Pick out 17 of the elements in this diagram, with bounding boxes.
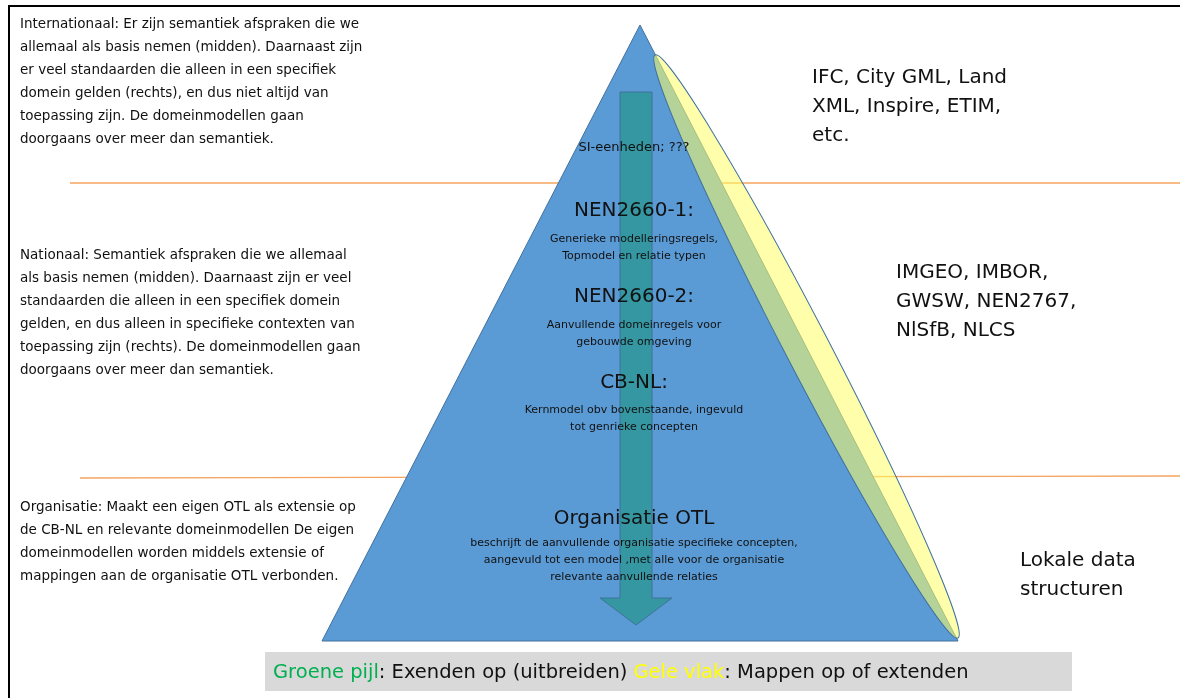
- legend-text: Gele vlak: Mappen op of extenden: [633, 660, 969, 683]
- description-text: Internationaal: Er zijn semantiek afspraken die we allemaal als basis nemen (midden). Daarnaast zijn er veel standaarden die alleen in een specifiek domein gelden (rechts), en dus niet altijd van toepassing zijn. De domeinmodellen gaan doorgaans over meer dan semantiek.: [20, 14, 364, 148]
- description-text: Organisatie: Maakt een eigen OTL als extensie op de CB-NL en relevante domeinmodellen De eigen domeinmodellen worden middels extensie of mappingen aan de organisatie OTL verbonden.: [20, 497, 357, 585]
- note-text: Lokale data structuren: [1020, 546, 1137, 602]
- layer-description: Kernmodel obv bovenstaande, ingevuld tot genrieke concepten: [523, 402, 745, 435]
- layer-description: Aanvullende domeinregels voor gebouwde omgeving: [545, 317, 723, 350]
- layer-heading: NEN2660-2:: [572, 283, 696, 307]
- standards-list: IMGEO, IMBOR, GWSW, NEN2767, NlSfB, NLCS: [896, 257, 1096, 344]
- standards-list: IFC, City GML, Land XML, Inspire, ETIM, etc.: [812, 62, 1012, 149]
- legend-text: Groene pijl: Exenden op (uitbreiden): [273, 660, 628, 683]
- layer-heading: CB-NL:: [599, 369, 669, 393]
- layer-description: Generieke modelleringsregels, Topmodel en relatie typen: [548, 231, 719, 264]
- layer-heading: Organisatie OTL: [552, 505, 716, 529]
- description-text: Nationaal: Semantiek afspraken die we allemaal als basis nemen (midden). Daarnaast zijn er veel standaarden die alleen in een specifiek domein gelden, en dus alleen in specifieke contexten van toepassing zijn (rechts). De domeinmodellen gaan doorgaans over meer dan semantiek.: [20, 245, 362, 379]
- layer-text: SI-eenheden; ???: [577, 138, 691, 156]
- layer-description: beschrijft de aanvullende organisatie specifieke concepten, aangevuld tot een model ,met alle voor de organisatie relevante aanvullende relaties: [469, 535, 799, 585]
- layer-heading: NEN2660-1:: [572, 197, 696, 221]
